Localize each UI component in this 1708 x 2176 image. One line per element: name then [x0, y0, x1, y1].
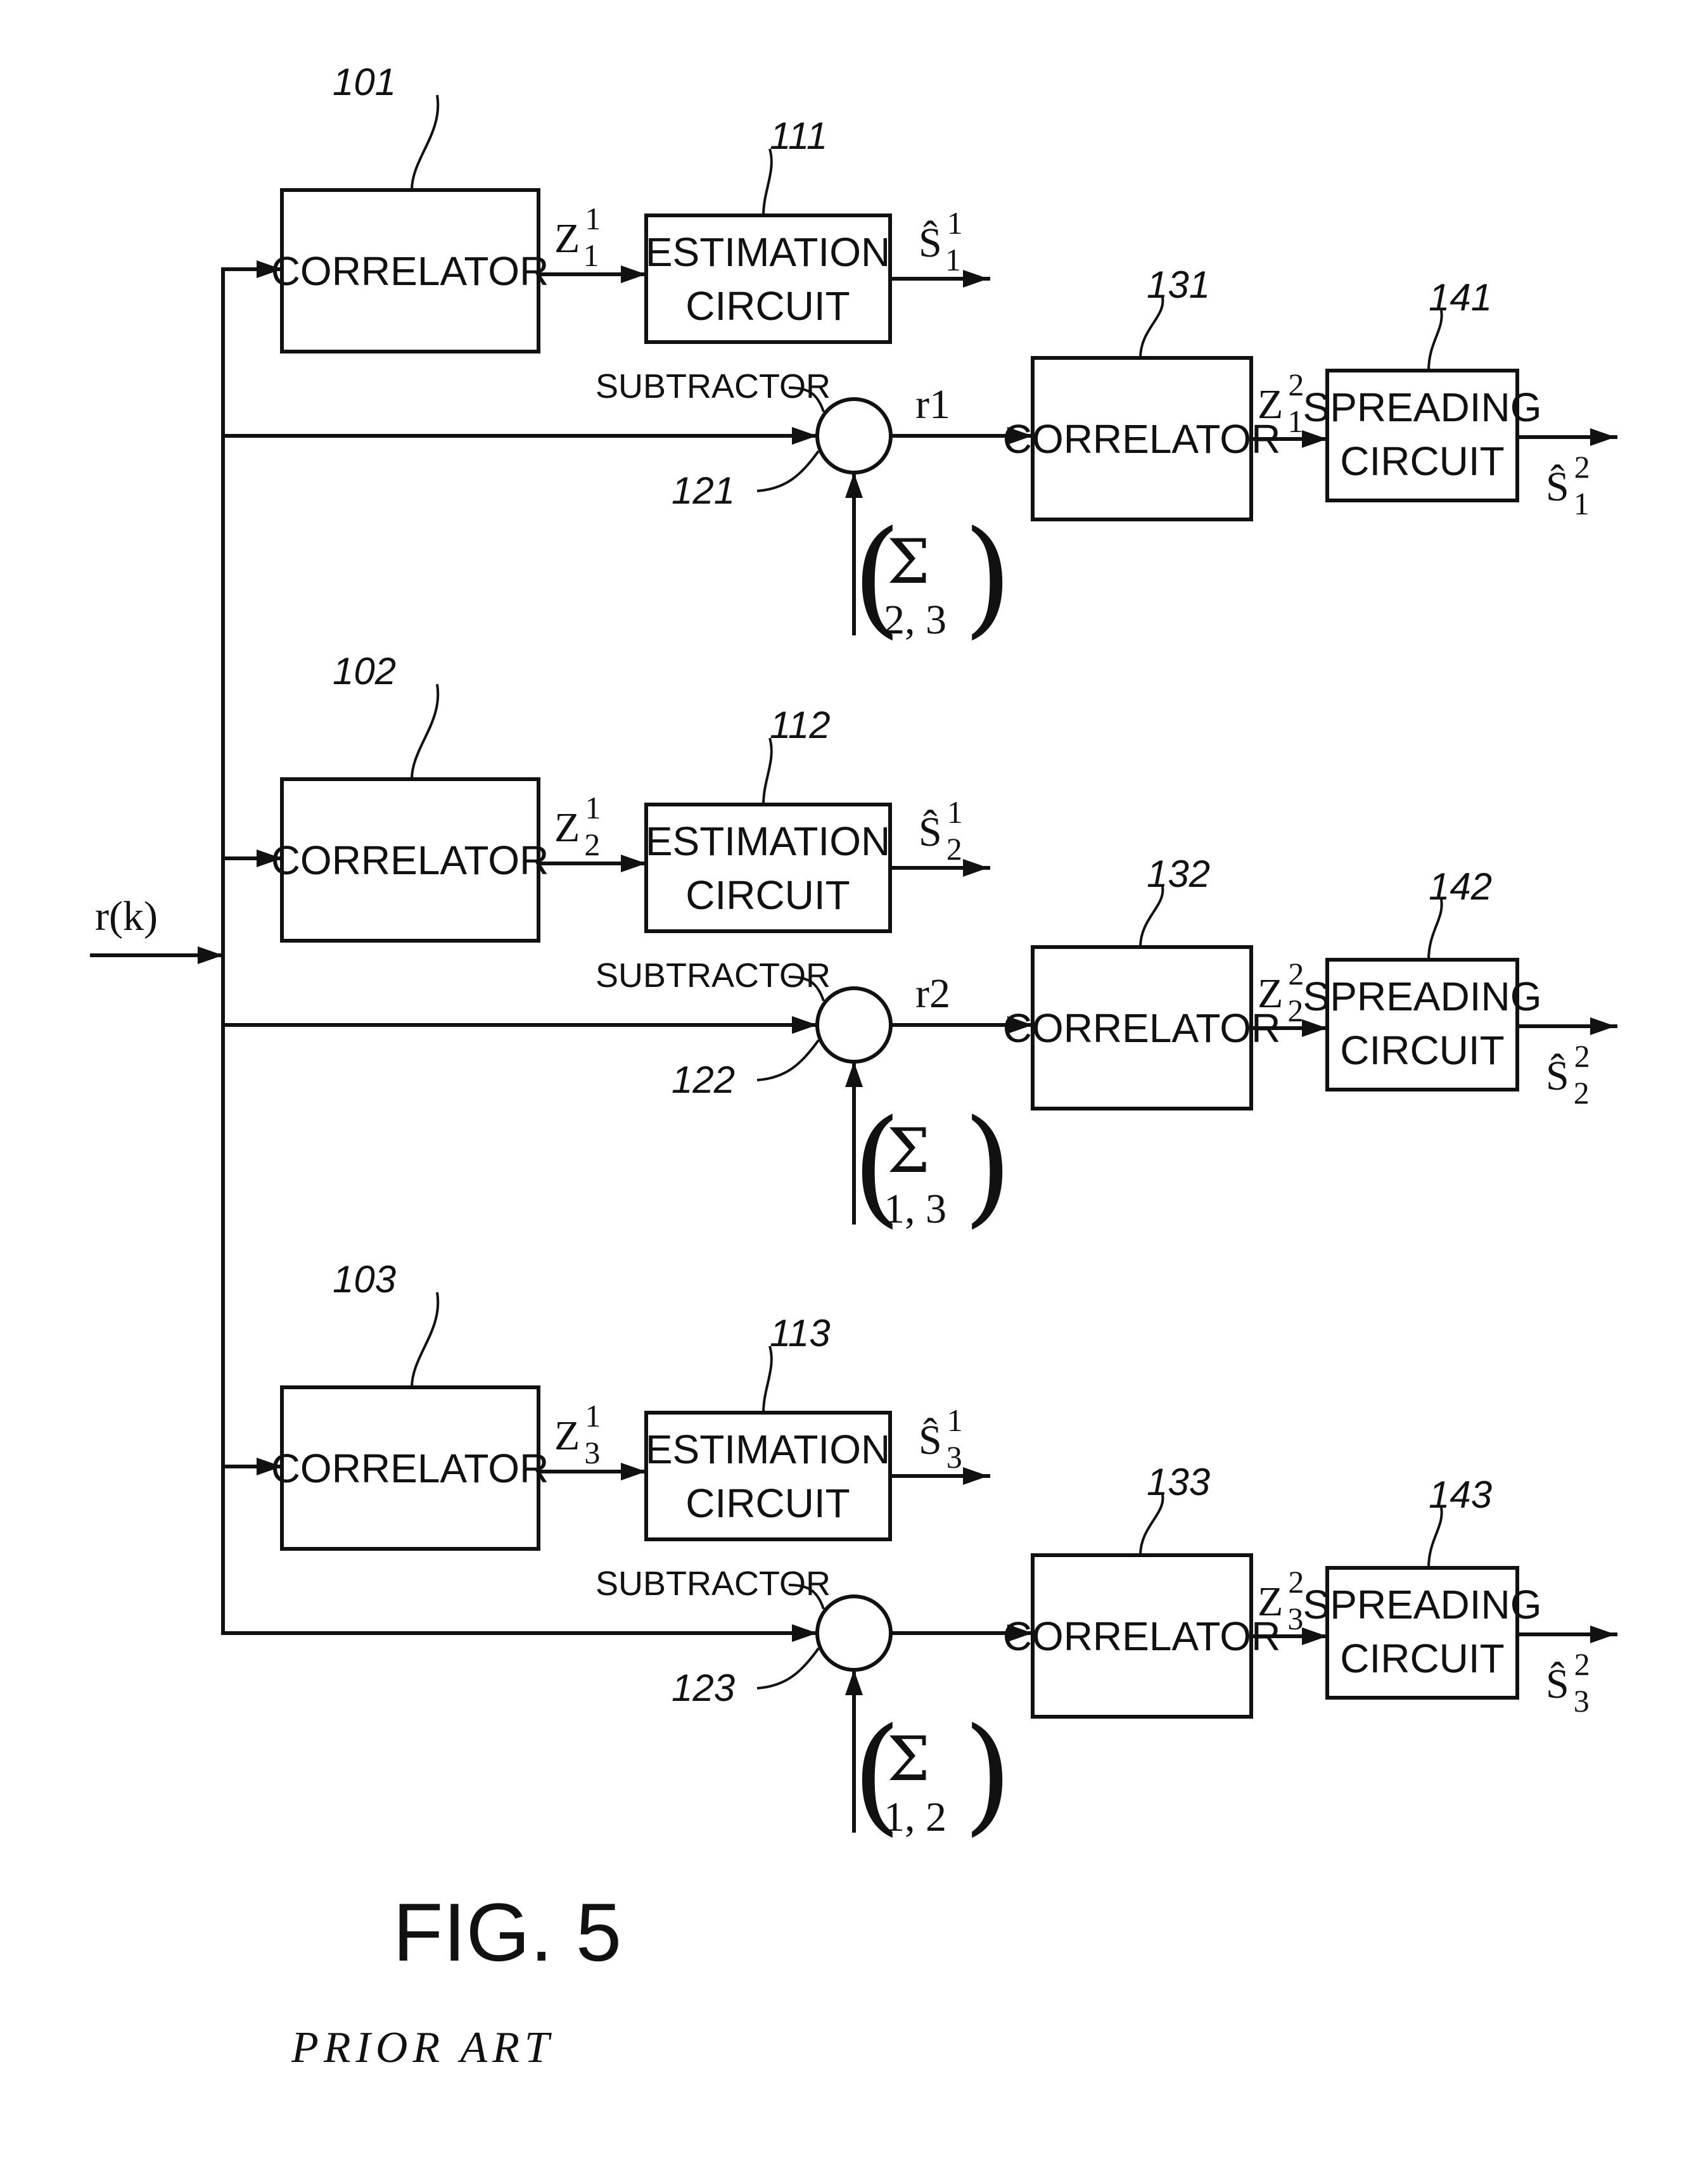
subtractor-label: SUBTRACTOR: [596, 367, 831, 405]
s2-label: Ŝ22: [1546, 1038, 1590, 1110]
subtractor-label: SUBTRACTOR: [596, 1565, 831, 1603]
reference-number: 112: [770, 704, 831, 746]
reference-number: 132: [1147, 853, 1210, 895]
branch-2: CORRELATOR 102Z12 ESTIMATION CIRCUIT 112Ŝ12S…: [223, 650, 1616, 1240]
s1-label: Ŝ13: [919, 1403, 963, 1475]
correlator-131: CORRELATOR 131: [1003, 264, 1281, 519]
sum-close-paren: ): [963, 1701, 1012, 1848]
spreading-label-line1: SPREADING: [1303, 1582, 1542, 1627]
reference-number: 131: [1147, 264, 1210, 306]
sum-indices: 1, 3: [884, 1186, 946, 1232]
correlator-label: CORRELATOR: [1003, 1005, 1281, 1051]
figure-title: FIG. 5: [393, 1886, 621, 1978]
correlator-label: CORRELATOR: [271, 837, 549, 883]
sum-close-paren: ): [963, 504, 1012, 651]
input-label: r(k): [95, 893, 158, 939]
sum-indices: 1, 2: [884, 1794, 946, 1840]
sum-close-paren: ): [963, 1093, 1012, 1240]
reference-number: 133: [1147, 1461, 1210, 1503]
subtractor-122: SUBTRACTOR 122 (Σ1, 3): [223, 957, 1012, 1240]
figure-caption: PRIOR ART: [291, 2023, 554, 2072]
interference-sum: (Σ2, 3): [852, 504, 1012, 651]
reference-number: 143: [1429, 1473, 1492, 1516]
correlator-label: CORRELATOR: [271, 1446, 549, 1491]
s1-label: Ŝ12: [919, 794, 963, 867]
reference-number: 122: [672, 1059, 735, 1101]
z1-label: Z13: [554, 1398, 601, 1470]
estimation-label-line1: ESTIMATION: [646, 1427, 890, 1472]
estimation-label-line1: ESTIMATION: [646, 818, 890, 864]
subtractor-123: SUBTRACTOR 123 (Σ1, 2): [223, 1565, 1012, 1848]
reference-number: 103: [333, 1258, 396, 1301]
s2-label: Ŝ23: [1546, 1646, 1590, 1719]
reference-number: 141: [1429, 276, 1492, 319]
correlator-label: CORRELATOR: [271, 248, 549, 294]
residual-label: r2: [915, 970, 950, 1017]
s1-label: Ŝ11: [919, 205, 962, 277]
subtractor-label: SUBTRACTOR: [596, 957, 831, 995]
reference-number: 102: [333, 650, 396, 692]
s2-label: Ŝ21: [1546, 449, 1590, 521]
estimation-circuit-111: ESTIMATION CIRCUIT 111: [646, 115, 890, 342]
spreading-label-line1: SPREADING: [1303, 974, 1542, 1019]
reference-number: 101: [333, 61, 396, 103]
spreading-label-line1: SPREADING: [1303, 385, 1542, 430]
sum-symbol: Σ: [887, 1724, 930, 1795]
estimation-circuit-112: ESTIMATION CIRCUIT 112: [646, 704, 890, 931]
correlator-132: CORRELATOR 132: [1003, 853, 1281, 1109]
estimation-label-line1: ESTIMATION: [646, 229, 890, 275]
reference-number: 121: [672, 469, 735, 512]
residual-label: r1: [915, 381, 950, 428]
correlator-101: CORRELATOR 101: [271, 61, 549, 352]
spreading-label-line2: CIRCUIT: [1340, 438, 1505, 484]
estimation-label-line2: CIRCUIT: [685, 1480, 850, 1526]
correlator-102: CORRELATOR 102: [271, 650, 549, 941]
estimation-circuit-113: ESTIMATION CIRCUIT 113: [646, 1312, 890, 1539]
spreading-label-line2: CIRCUIT: [1340, 1636, 1505, 1681]
branch-1: CORRELATOR 101Z11 ESTIMATION CIRCUIT 111Ŝ11S…: [223, 61, 1616, 651]
branch-3: CORRELATOR 103Z13 ESTIMATION CIRCUIT 113Ŝ13S…: [223, 1258, 1616, 1848]
interference-sum: (Σ1, 2): [852, 1701, 1012, 1848]
estimation-label-line2: CIRCUIT: [685, 872, 850, 918]
spreading-label-line2: CIRCUIT: [1340, 1028, 1505, 1073]
reference-number: 142: [1429, 865, 1492, 908]
sum-symbol: Σ: [887, 526, 930, 597]
correlator-label: CORRELATOR: [1003, 1613, 1281, 1659]
spreading-circuit-142: SPREADING CIRCUIT 142: [1303, 865, 1542, 1090]
subtractor-121: SUBTRACTOR 121 (Σ2, 3): [223, 367, 1012, 651]
interference-sum: (Σ1, 3): [852, 1093, 1012, 1240]
reference-number: 113: [770, 1312, 831, 1354]
sum-symbol: Σ: [887, 1116, 930, 1187]
estimation-label-line2: CIRCUIT: [685, 283, 850, 329]
correlator-label: CORRELATOR: [1003, 416, 1281, 462]
correlator-103: CORRELATOR 103: [271, 1258, 549, 1549]
spreading-circuit-143: SPREADING CIRCUIT 143: [1303, 1473, 1542, 1698]
correlator-133: CORRELATOR 133: [1003, 1461, 1281, 1717]
reference-number: 111: [770, 115, 827, 157]
z1-label: Z11: [554, 201, 599, 273]
spreading-circuit-141: SPREADING CIRCUIT 141: [1303, 276, 1542, 500]
reference-number: 123: [672, 1667, 735, 1709]
sum-indices: 2, 3: [884, 597, 946, 643]
z1-label: Z12: [554, 790, 601, 862]
